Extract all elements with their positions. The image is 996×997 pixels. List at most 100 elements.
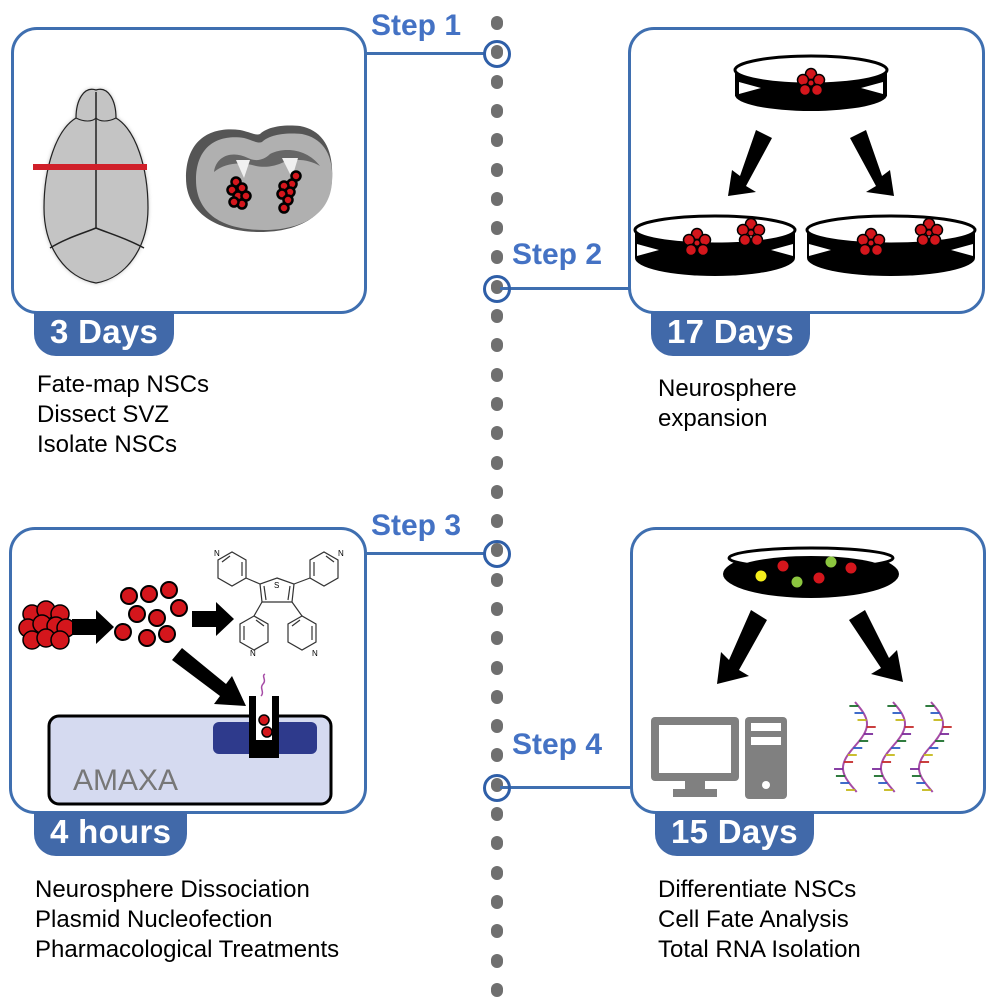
step-4-panel: 15 Days (630, 527, 986, 856)
svz-cell (228, 196, 240, 208)
step-4-task: Cell Fate Analysis (658, 906, 849, 933)
coronal-brain-slice-icon (186, 125, 333, 232)
step-1-task: Dissect SVZ (37, 401, 170, 428)
step-1-connector (365, 52, 485, 55)
amaxa-label: AMAXA (73, 764, 178, 797)
timeline-dot (491, 514, 503, 528)
step-2-task: expansion (658, 405, 768, 432)
neurosphere-cell (698, 233, 712, 247)
neurosphere-cell (682, 233, 696, 247)
two-petri-dishes-icon (633, 214, 977, 276)
svz-cells-left (226, 176, 252, 210)
split-arrows-icon (728, 130, 894, 196)
dissociated-cell (128, 605, 146, 623)
step-3-task: Plasmid Nucleofection (35, 906, 273, 933)
step-3-task-list: Neurosphere Dissociation Plasmid Nucleof… (35, 875, 339, 965)
timeline-dot (491, 661, 503, 675)
neurosphere-cell (872, 233, 886, 247)
step-4-connector (500, 786, 630, 789)
sulfur-atom-label: S (274, 581, 279, 590)
nitrogen-atom-label: N (250, 649, 256, 658)
timeline-dot (491, 895, 503, 909)
step-1-panel: 3 Days (11, 27, 367, 356)
cluster-cell (50, 630, 70, 650)
timeline-dot (491, 719, 503, 733)
timeline-dot (491, 485, 503, 499)
timeline-dot (491, 338, 503, 352)
timeline-dot (491, 192, 503, 206)
step-4-task-list: Differentiate NSCs Cell Fate Analysis To… (658, 875, 861, 965)
neurosphere (856, 227, 886, 257)
step-2-task-list: Neurosphere expansion (658, 374, 797, 434)
step-2-task: Neurosphere (658, 375, 797, 402)
rna-strand (879, 701, 907, 793)
timeline-dot (491, 748, 503, 762)
timeline-dot (491, 221, 503, 235)
step-1-label: Step 1 (371, 9, 462, 42)
step-2-connector (500, 287, 630, 290)
petri-dish-differentiated-icon (723, 546, 899, 598)
dissociated-cell (158, 625, 176, 643)
timeline-dot (491, 368, 503, 382)
neurosphere-cell (684, 243, 698, 257)
timeline-dot (491, 133, 503, 147)
nitrogen-atom-label: N (338, 549, 344, 558)
petri-dish-neurosphere-icon (733, 54, 889, 111)
step-1-task-list: Fate-map NSCs Dissect SVZ Isolate NSCs (37, 370, 209, 460)
timeline-dot (491, 163, 503, 177)
neurosphere-cell (867, 239, 875, 247)
step-2-duration-badge: 17 Days (651, 312, 810, 356)
neurosphere-cell (693, 239, 701, 247)
timeline-dot (491, 309, 503, 323)
neurosphere-cell (928, 233, 942, 247)
neurosphere-cell (738, 233, 752, 247)
nitrogen-atom-label: N (312, 649, 318, 658)
step-2-label: Step 2 (512, 238, 603, 271)
dissociated-cell (160, 581, 178, 599)
step-3-panel: S N N N N AMAXA 4 hours (9, 527, 367, 856)
step-4-task: Differentiate NSCs (658, 876, 857, 903)
arrow-right-icon (192, 602, 234, 636)
timeline-dot (491, 924, 503, 938)
tetrapyridyl-thiophene-structure-icon: S N N N N (214, 549, 344, 658)
petri-dish-right (805, 214, 977, 276)
neurosphere-cell (747, 229, 755, 237)
timeline-dot (491, 690, 503, 704)
timeline-dot (491, 426, 503, 440)
neurosphere-cell (736, 223, 750, 237)
cell-cluster-icon (18, 600, 76, 650)
dissociated-cell (138, 629, 156, 647)
neurosphere-cell (858, 243, 872, 257)
svz-cells-right (276, 170, 302, 214)
step-3-connector (365, 552, 485, 555)
step-1-duration-badge: 3 Days (34, 312, 175, 356)
neurosphere-cell (930, 223, 944, 237)
dissociated-cell (120, 587, 138, 605)
step-4-task: Total RNA Isolation (658, 936, 861, 963)
neurosphere-cell (856, 233, 870, 247)
dissociated-cell (148, 609, 166, 627)
neurosphere (682, 227, 712, 257)
neurosphere (736, 217, 766, 247)
timeline-dot (491, 983, 503, 997)
timeline-dot (491, 397, 503, 411)
neurosphere-cell (752, 223, 766, 237)
neurosphere-cell (796, 73, 810, 87)
step-3-timeline-marker (483, 540, 511, 568)
timeline-dot (491, 836, 503, 850)
timeline-dot (491, 954, 503, 968)
step-2-panel: 17 Days (628, 27, 985, 356)
neurosphere (796, 67, 826, 97)
step-3-task: Neurosphere Dissociation (35, 876, 310, 903)
neurosphere-cell (916, 233, 930, 247)
computer-icon (651, 717, 787, 799)
step-1-task: Fate-map NSCs (37, 371, 210, 398)
timeline-dot (491, 866, 503, 880)
nitrogen-atom-label: N (214, 549, 220, 558)
step-2-timeline-marker (483, 275, 511, 303)
timeline-dot (491, 602, 503, 616)
step-1-task: Isolate NSCs (37, 431, 178, 458)
step-3-label: Step 3 (371, 509, 462, 542)
svz-cell (278, 202, 290, 214)
neurosphere-cell (807, 79, 815, 87)
